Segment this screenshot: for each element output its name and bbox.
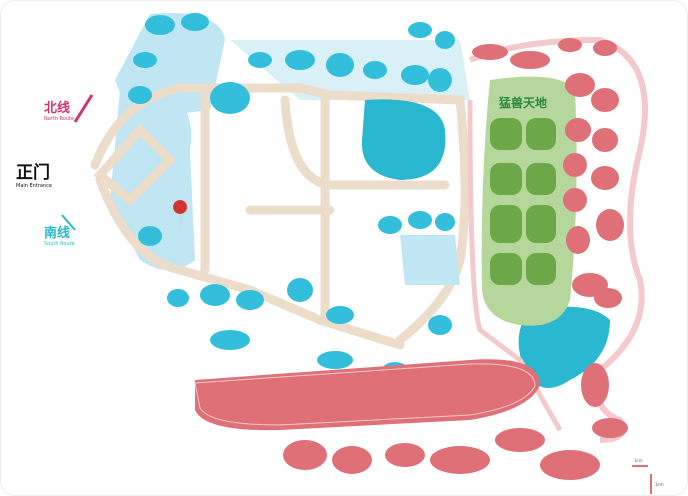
south-arrow-icon [61,214,76,231]
south-enclosures [283,428,545,474]
roads [90,83,470,350]
predator-zone [481,76,577,326]
east-enclosures [472,38,628,480]
enclosures-blue [128,13,455,382]
location-pin-icon[interactable] [173,200,188,231]
east-route-inner [467,99,563,432]
north-arrow-icon [73,94,94,123]
center-lake [361,99,446,180]
aquarium-area [400,235,460,285]
predator-enclosures [490,118,556,285]
south-outline [194,363,536,426]
scale-label-h: 3cm [634,458,643,463]
east-route [468,36,648,443]
predator-zone-title: 猛兽天地 [499,96,548,110]
scale-label-v: 3cm [655,482,664,487]
